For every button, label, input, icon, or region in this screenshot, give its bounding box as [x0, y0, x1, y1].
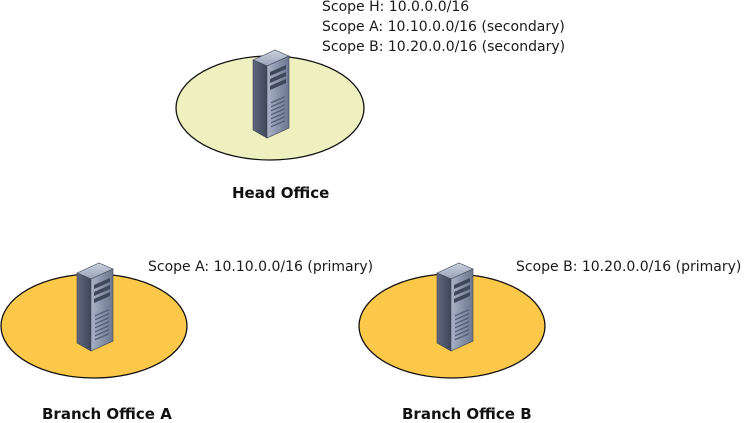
head-office-scope-a: Scope A: 10.10.0.0/16 (secondary)	[322, 19, 565, 35]
branch-b-scope: Scope B: 10.20.0.0/16 (primary)	[516, 259, 742, 275]
branch-a-server-icon	[76, 262, 114, 352]
branch-a-scope: Scope A: 10.10.0.0/16 (primary)	[148, 259, 374, 275]
branch-b-server-icon	[436, 262, 474, 352]
branch-a-title: Branch Office A	[42, 405, 172, 423]
head-office-title: Head Office	[232, 184, 330, 202]
head-office-scope-h: Scope H: 10.0.0.0/16	[322, 0, 470, 15]
branch-b-title: Branch Office B	[402, 405, 532, 423]
head-office-scope-b: Scope B: 10.20.0.0/16 (secondary)	[322, 39, 566, 55]
head-office-server-icon	[252, 49, 290, 139]
